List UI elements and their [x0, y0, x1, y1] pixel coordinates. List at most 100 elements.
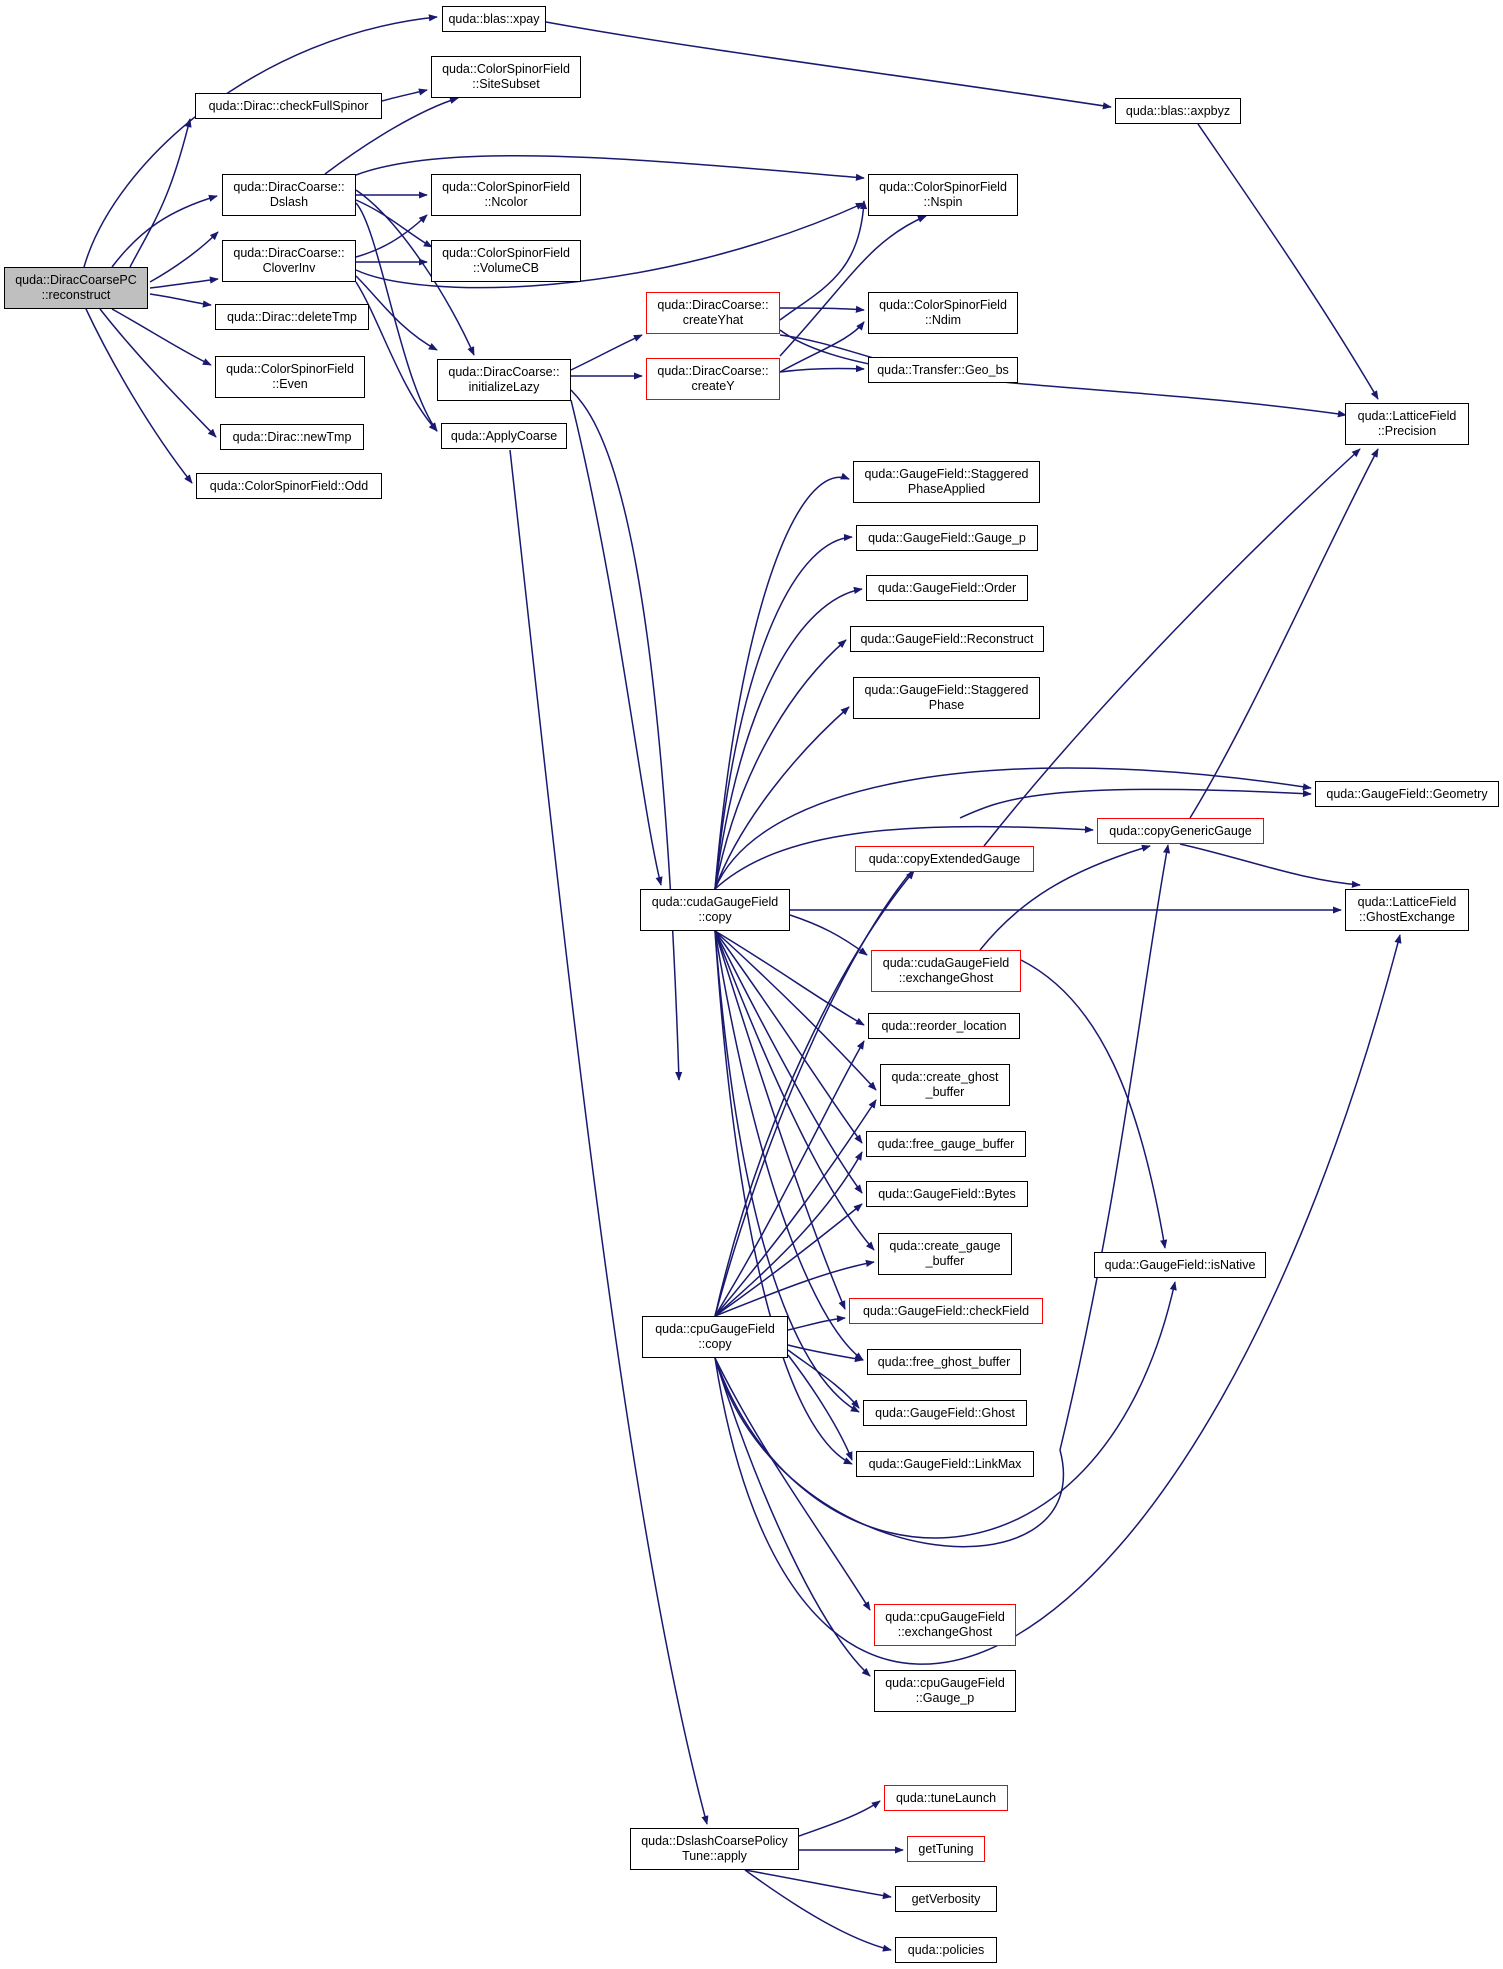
node-is-native[interactable]: quda::GaugeField::isNative [1094, 1252, 1266, 1278]
node-geo-bs[interactable]: quda::Transfer::Geo_bs [868, 357, 1018, 383]
edge-65 [787, 1344, 864, 1363]
node-cuda-copy-line-1: quda::cudaGaugeField [651, 895, 779, 909]
node-new-tmp[interactable]: quda::Dirac::newTmp [220, 424, 364, 450]
node-create-gauge-buffer[interactable]: quda::create_gauge _buffer [878, 1233, 1012, 1275]
node-create-y[interactable]: quda::DiracCoarse:: createY [646, 358, 780, 400]
edge-2 [129, 118, 192, 268]
edge-73 [714, 1281, 1177, 1539]
node-initialize-lazy-line-1: quda::DiracCoarse:: [448, 365, 560, 379]
node-is-native-label: quda::GaugeField::isNative [1104, 1257, 1256, 1272]
node-axpbyz[interactable]: quda::blas::axpbyz [1115, 98, 1241, 124]
node-ndim[interactable]: quda::ColorSpinorField ::Ndim [868, 292, 1018, 334]
node-dslash-apply-line-2: Tune::apply [682, 1849, 747, 1863]
node-cuda-exchange-ghost-line-1: quda::cudaGaugeField [882, 956, 1010, 970]
node-copy-extended-gauge[interactable]: quda::copyExtendedGauge [855, 846, 1034, 872]
node-copy-generic-gauge-label: quda::copyGenericGauge [1109, 823, 1252, 838]
edge-67 [787, 1354, 853, 1461]
node-gauge-p[interactable]: quda::GaugeField::Gauge_p [856, 525, 1038, 551]
edge-37 [714, 586, 863, 890]
node-delete-tmp[interactable]: quda::Dirac::deleteTmp [215, 304, 369, 330]
node-check-full-spinor[interactable]: quda::Dirac::checkFullSpinor [195, 93, 382, 119]
edge-17 [355, 214, 428, 258]
node-site-subset-line-1: quda::ColorSpinorField [442, 62, 570, 76]
node-staggered-phase-applied[interactable]: quda::GaugeField::Staggered PhaseApplied [853, 461, 1040, 503]
node-create-yhat[interactable]: quda::DiracCoarse:: createYhat [646, 292, 780, 334]
edge-45 [714, 930, 877, 1091]
node-site-subset-line-2: ::SiteSubset [472, 77, 540, 91]
node-dslash-apply[interactable]: quda::DslashCoarsePolicy Tune::apply [630, 1828, 799, 1870]
node-ncolor[interactable]: quda::ColorSpinorField ::Ncolor [431, 174, 581, 216]
node-gauge-p-label: quda::GaugeField::Gauge_p [868, 530, 1026, 545]
node-cpu-exchange-ghost-line-2: ::exchangeGhost [897, 1625, 993, 1639]
edge-40 [714, 767, 1312, 890]
node-free-ghost-buffer[interactable]: quda::free_ghost_buffer [867, 1349, 1021, 1375]
node-get-tuning[interactable]: getTuning [907, 1836, 985, 1862]
node-root: quda::DiracCoarsePC ::reconstruct [4, 267, 148, 309]
node-odd[interactable]: quda::ColorSpinorField::Odd [196, 473, 382, 499]
edge-0 [83, 14, 438, 268]
node-cpu-copy[interactable]: quda::cpuGaugeField ::copy [642, 1316, 788, 1358]
node-cuda-exchange-ghost[interactable]: quda::cudaGaugeField ::exchangeGhost [871, 950, 1021, 992]
node-clover-inv[interactable]: quda::DiracCoarse:: CloverInv [222, 240, 356, 282]
node-cpu-gauge-p[interactable]: quda::cpuGaugeField ::Gauge_p [874, 1670, 1016, 1712]
node-site-subset[interactable]: quda::ColorSpinorField ::SiteSubset [431, 56, 581, 98]
node-order[interactable]: quda::GaugeField::Order [866, 575, 1028, 601]
node-initialize-lazy[interactable]: quda::DiracCoarse:: initializeLazy [437, 359, 571, 401]
node-dslash[interactable]: quda::DiracCoarse:: Dslash [222, 174, 356, 216]
node-create-y-line-1: quda::DiracCoarse:: [657, 364, 769, 378]
node-copy-generic-gauge[interactable]: quda::copyGenericGauge [1097, 818, 1264, 844]
edge-51 [714, 930, 860, 1413]
node-order-label: quda::GaugeField::Order [877, 580, 1017, 595]
edge-63 [714, 1259, 875, 1317]
node-bytes[interactable]: quda::GaugeField::Bytes [866, 1181, 1028, 1207]
node-apply-coarse[interactable]: quda::ApplyCoarse [441, 423, 567, 449]
edge-35 [714, 472, 850, 890]
node-tune-launch-label: quda::tuneLaunch [895, 1790, 997, 1805]
node-get-tuning-label: getTuning [918, 1841, 974, 1856]
edge-61 [714, 1151, 863, 1317]
node-reconstruct[interactable]: quda::GaugeField::Reconstruct [850, 626, 1044, 652]
node-blas-xpay[interactable]: quda::blas::xpay [442, 6, 546, 32]
node-volume-cb[interactable]: quda::ColorSpinorField ::VolumeCB [431, 240, 581, 282]
node-free-gauge-buffer[interactable]: quda::free_gauge_buffer [866, 1131, 1026, 1157]
node-ghost[interactable]: quda::GaugeField::Ghost [863, 1400, 1027, 1426]
node-create-gauge-buffer-line-1: quda::create_gauge [889, 1239, 1001, 1253]
node-staggered-phase[interactable]: quda::GaugeField::Staggered Phase [853, 677, 1040, 719]
node-even[interactable]: quda::ColorSpinorField ::Even [215, 356, 365, 398]
node-bytes-label: quda::GaugeField::Bytes [878, 1186, 1016, 1201]
edge-25 [570, 399, 663, 886]
node-cpu-exchange-ghost[interactable]: quda::cpuGaugeField ::exchangeGhost [874, 1604, 1016, 1646]
node-policies[interactable]: quda::policies [895, 1937, 997, 1963]
edge-39 [714, 706, 850, 890]
node-link-max[interactable]: quda::GaugeField::LinkMax [856, 1451, 1034, 1477]
edge-9 [381, 88, 428, 102]
node-geo-bs-label: quda::Transfer::Geo_bs [877, 362, 1009, 377]
edge-6 [111, 308, 212, 366]
node-nspin[interactable]: quda::ColorSpinorField ::Nspin [868, 174, 1018, 216]
edge-34 [1197, 123, 1379, 400]
edge-46 [714, 930, 863, 1144]
node-tune-launch[interactable]: quda::tuneLaunch [884, 1785, 1008, 1811]
edge-19 [355, 202, 865, 289]
node-geometry[interactable]: quda::GaugeField::Geometry [1315, 781, 1499, 807]
node-even-line-1: quda::ColorSpinorField [226, 362, 354, 376]
node-ghost-exchange[interactable]: quda::LatticeField ::GhostExchange [1345, 889, 1469, 931]
node-cpu-gauge-p-line-2: ::Gauge_p [915, 1691, 975, 1705]
node-reorder-location[interactable]: quda::reorder_location [868, 1013, 1020, 1039]
node-dslash-line-1: quda::DiracCoarse:: [233, 180, 345, 194]
node-get-verbosity-label: getVerbosity [911, 1891, 981, 1906]
node-ghost-exchange-line-2: ::GhostExchange [1359, 910, 1455, 924]
node-get-verbosity[interactable]: getVerbosity [895, 1886, 997, 1912]
edge-7 [99, 308, 217, 438]
node-lattice-precision[interactable]: quda::LatticeField ::Precision [1345, 403, 1469, 445]
edge-58 [983, 448, 1361, 847]
node-check-full-spinor-label: quda::Dirac::checkFullSpinor [208, 98, 369, 113]
node-check-field[interactable]: quda::GaugeField::checkField [849, 1298, 1043, 1324]
node-ghost-exchange-line-1: quda::LatticeField [1357, 895, 1457, 909]
node-create-ghost-buffer[interactable]: quda::create_ghost _buffer [880, 1064, 1010, 1106]
node-geometry-label: quda::GaugeField::Geometry [1326, 786, 1488, 801]
node-ncolor-line-2: ::Ncolor [484, 195, 528, 209]
node-cuda-copy[interactable]: quda::cudaGaugeField ::copy [640, 889, 790, 931]
node-apply-coarse-label: quda::ApplyCoarse [450, 428, 558, 443]
node-cpu-copy-line-2: ::copy [698, 1337, 732, 1351]
